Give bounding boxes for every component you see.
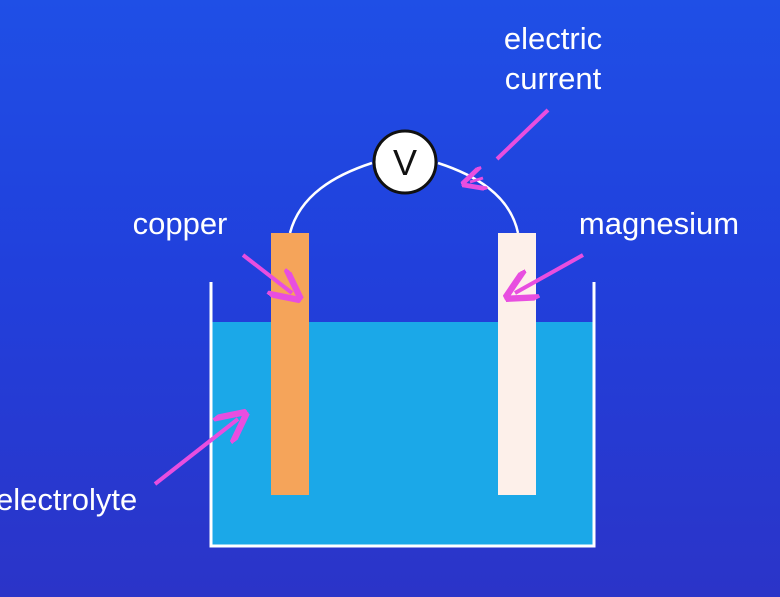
beaker bbox=[209, 282, 596, 548]
electric-current-label-line2: current bbox=[505, 61, 602, 96]
copper-electrode bbox=[271, 233, 309, 495]
electric-current-arrow bbox=[495, 108, 550, 161]
voltmeter-symbol: V bbox=[393, 142, 417, 183]
copper-label: copper bbox=[133, 206, 228, 241]
electrolyte-arrow bbox=[153, 419, 238, 486]
voltmeter-circle bbox=[372, 129, 438, 195]
electrolyte-label: electrolyte bbox=[0, 482, 137, 517]
electric-current-label-line1: electric bbox=[504, 21, 602, 56]
electrolyte-liquid bbox=[211, 322, 594, 546]
voltmeter: V bbox=[372, 129, 438, 195]
wire bbox=[288, 161, 520, 234]
copper-arrow bbox=[241, 253, 292, 293]
magnesium-arrow bbox=[515, 253, 584, 293]
current-direction-arrow bbox=[470, 178, 483, 182]
magnesium-label: magnesium bbox=[579, 206, 739, 241]
magnesium-electrode bbox=[498, 233, 536, 495]
